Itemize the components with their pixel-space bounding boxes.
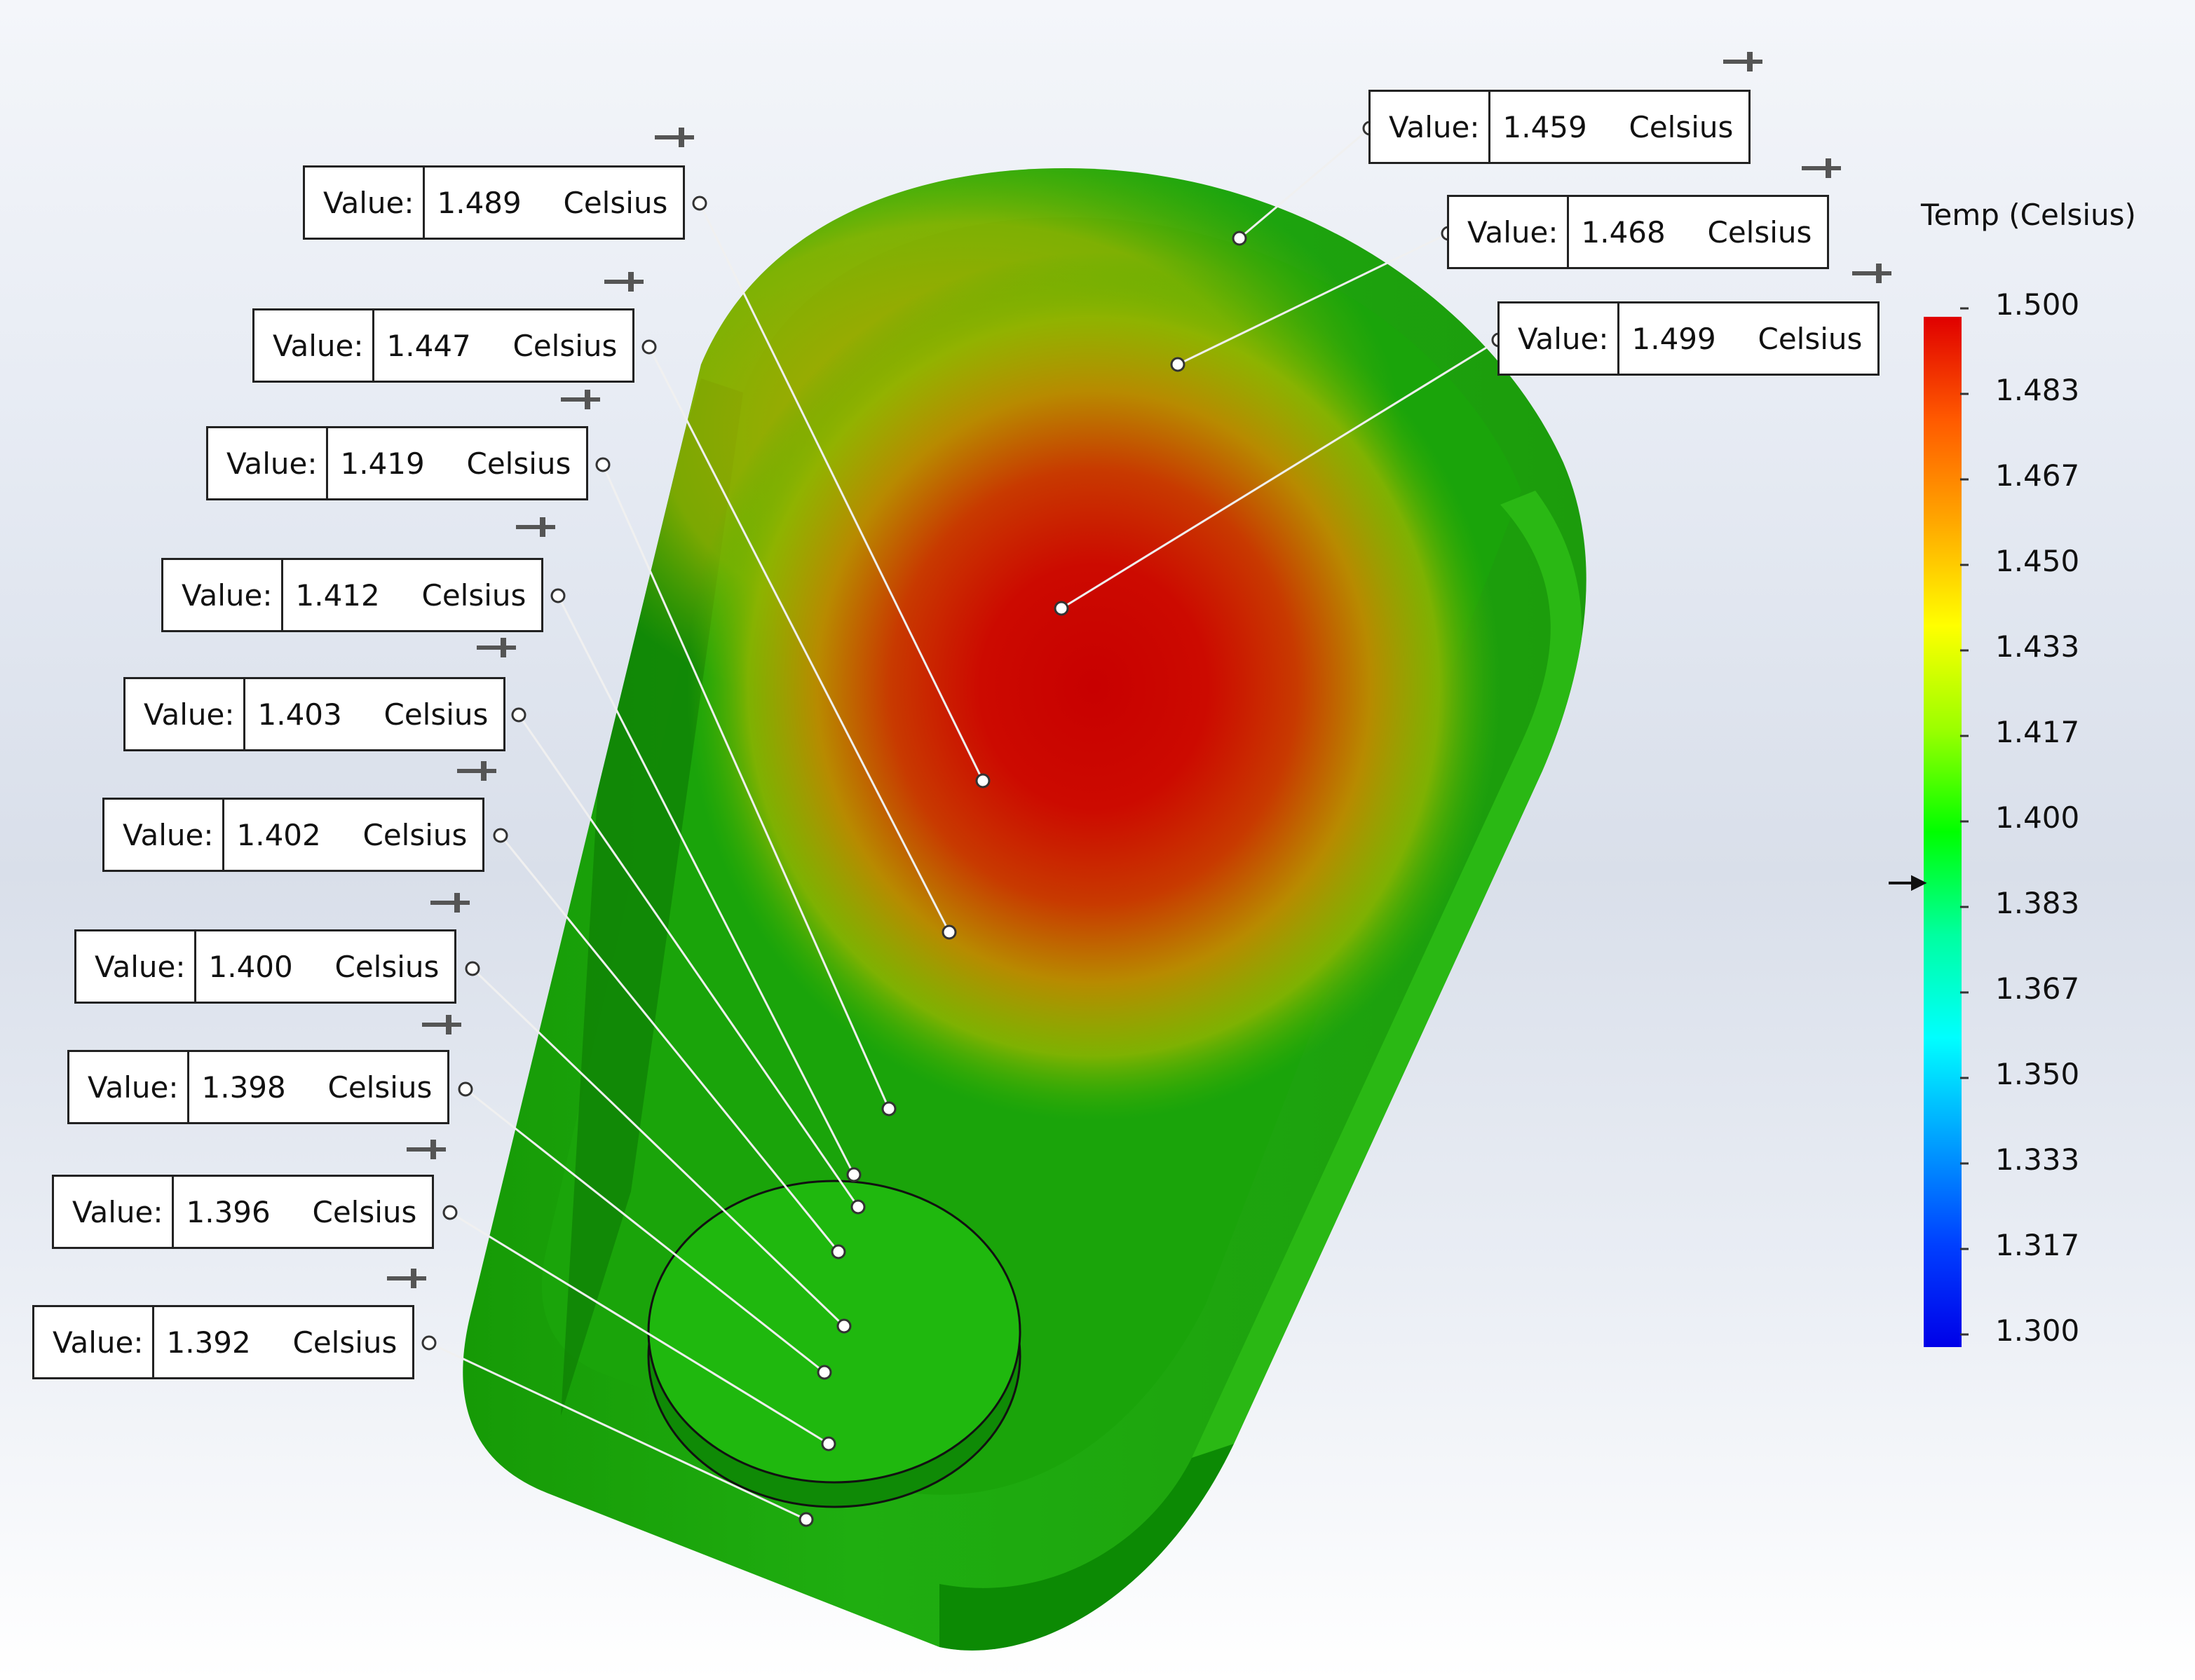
legend-tick-label: 1.383 — [1995, 886, 2080, 920]
probe-label[interactable]: Value: 1.392 Celsius — [32, 1305, 415, 1379]
pin-icon — [561, 390, 600, 409]
probe-unit: Celsius — [292, 1325, 397, 1360]
legend-tick-label: 1.433 — [1995, 629, 2080, 664]
probe-label[interactable]: Value: 1.412 Celsius — [161, 558, 544, 632]
pin-icon — [516, 517, 555, 537]
probe-key: Value: — [104, 800, 224, 870]
legend-title: Temp (Celsius) — [1921, 198, 2136, 232]
legend-tick-label: 1.367 — [1995, 971, 2080, 1006]
pin-icon — [604, 272, 644, 292]
probe-key: Value: — [125, 679, 245, 749]
probe-label[interactable]: Value: 1.403 Celsius — [123, 677, 506, 751]
probe-label[interactable]: Value: 1.419 Celsius — [206, 426, 589, 500]
probe-unit: Celsius — [312, 1194, 417, 1229]
legend-tick-label: 1.417 — [1995, 715, 2080, 749]
pin-icon — [422, 1015, 461, 1034]
probe-key: Value: — [305, 168, 425, 238]
legend-tick-label: 1.450 — [1995, 544, 2080, 578]
legend-tick-label: 1.500 — [1995, 287, 2080, 322]
probe-unit: Celsius — [383, 697, 489, 732]
legend-tick-label: 1.317 — [1995, 1228, 2080, 1262]
probe-value: 1.398 — [201, 1070, 286, 1105]
probe-value: 1.499 — [1631, 321, 1716, 356]
probe-value: 1.400 — [208, 949, 293, 984]
probe-key: Value: — [208, 428, 328, 498]
legend-tick-marks — [1960, 307, 1969, 1336]
probe-label[interactable]: Value: 1.447 Celsius — [252, 308, 635, 383]
probe-points[interactable] — [799, 231, 1247, 1527]
probe-label[interactable]: Value: 1.459 Celsius — [1368, 90, 1751, 164]
legend-tick-label: 1.333 — [1995, 1142, 2080, 1177]
probe-unit: Celsius — [1629, 109, 1734, 144]
legend-tick-label: 1.400 — [1995, 800, 2080, 835]
probe-key: Value: — [34, 1307, 154, 1377]
probe-unit: Celsius — [421, 578, 526, 613]
probe-key: Value: — [1449, 197, 1569, 267]
probe-key: Value: — [1371, 92, 1490, 162]
probe-key: Value: — [163, 560, 283, 630]
probe-label[interactable]: Value: 1.499 Celsius — [1497, 301, 1880, 376]
pin-icon — [1852, 264, 1891, 283]
probe-value: 1.419 — [340, 446, 425, 481]
probe-key: Value: — [76, 931, 196, 1002]
probe-label[interactable]: Value: 1.396 Celsius — [52, 1175, 435, 1249]
probe-unit: Celsius — [362, 817, 468, 852]
probe-unit: Celsius — [1758, 321, 1863, 356]
probe-unit: Celsius — [334, 949, 440, 984]
probe-value: 1.447 — [386, 328, 471, 363]
probe-value: 1.392 — [166, 1325, 251, 1360]
pin-icon — [457, 761, 496, 781]
pin-icon — [430, 893, 470, 913]
probe-key: Value: — [1500, 303, 1619, 374]
probe-unit: Celsius — [327, 1070, 433, 1105]
legend-tick-label: 1.350 — [1995, 1057, 2080, 1091]
probe-key: Value: — [254, 310, 374, 381]
probe-value: 1.412 — [295, 578, 380, 613]
probe-value: 1.468 — [1581, 214, 1666, 250]
probe-unit: Celsius — [512, 328, 618, 363]
probe-value: 1.403 — [257, 697, 342, 732]
legend-tick-label: 1.467 — [1995, 458, 2080, 493]
pin-icon — [477, 638, 516, 657]
pin-icon — [387, 1269, 426, 1288]
probe-unit: Celsius — [466, 446, 571, 481]
legend-tick-label: 1.300 — [1995, 1313, 2080, 1348]
probe-value: 1.489 — [437, 185, 522, 220]
pin-icons[interactable] — [387, 52, 1891, 1288]
probe-unit: Celsius — [563, 185, 668, 220]
probe-value: 1.396 — [186, 1194, 271, 1229]
probe-key: Value: — [54, 1177, 174, 1247]
probe-label[interactable]: Value: 1.402 Celsius — [102, 798, 485, 872]
legend-pointer-arrow — [1889, 875, 1927, 892]
probe-key: Value: — [69, 1052, 189, 1122]
probe-label[interactable]: Value: 1.468 Celsius — [1447, 195, 1830, 269]
probe-label[interactable]: Value: 1.398 Celsius — [67, 1050, 450, 1124]
pin-icon — [1802, 158, 1841, 178]
probe-unit: Celsius — [1707, 214, 1812, 250]
probe-label[interactable]: Value: 1.400 Celsius — [74, 929, 457, 1004]
pin-icon — [407, 1140, 446, 1159]
probe-value: 1.402 — [236, 817, 321, 852]
pin-icon — [655, 128, 694, 147]
pin-icon — [1723, 52, 1762, 71]
legend-colorbar — [1924, 317, 1962, 1347]
probe-leaders — [428, 127, 1500, 1521]
probe-value: 1.459 — [1502, 109, 1587, 144]
legend-tick-label: 1.483 — [1995, 373, 2080, 407]
probe-label[interactable]: Value: 1.489 Celsius — [303, 165, 686, 240]
